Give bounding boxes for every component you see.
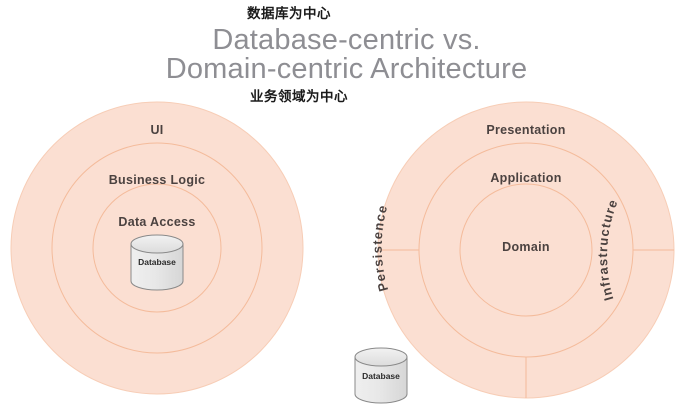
cylinder-body xyxy=(354,356,408,404)
cylinder-label: Database xyxy=(138,257,176,267)
ring-label-domain: Domain xyxy=(502,240,550,254)
cylinder-top xyxy=(130,234,184,254)
cylinder-label: Database xyxy=(362,371,400,381)
ring-label-ui: UI xyxy=(150,123,163,137)
cylinder-body xyxy=(130,243,184,291)
database-cylinder-right: Database xyxy=(354,347,408,404)
page-title-line-2: Domain-centric Architecture xyxy=(165,53,528,85)
cylinder-top xyxy=(354,347,408,367)
ring-label-business-logic: Business Logic xyxy=(109,173,206,187)
page-title-line-1: Database-centric vs. xyxy=(212,24,481,56)
annotation-top-chinese: 数据库为中心 xyxy=(247,6,331,22)
segment-label-persistence: Persistence xyxy=(370,203,391,293)
annotation-bottom-chinese: 业务领域为中心 xyxy=(250,89,348,105)
ring-domain xyxy=(459,183,593,317)
diagram-domain-centric: Presentation Application Domain Persiste… xyxy=(354,101,675,404)
ring-label-application: Application xyxy=(490,171,561,185)
ring-label-presentation: Presentation xyxy=(486,123,565,137)
database-cylinder-left: Database xyxy=(130,234,184,291)
ring-label-data-access: Data Access xyxy=(118,215,195,229)
diagram-database-centric: UI Business Logic Data Access Database xyxy=(10,101,304,395)
